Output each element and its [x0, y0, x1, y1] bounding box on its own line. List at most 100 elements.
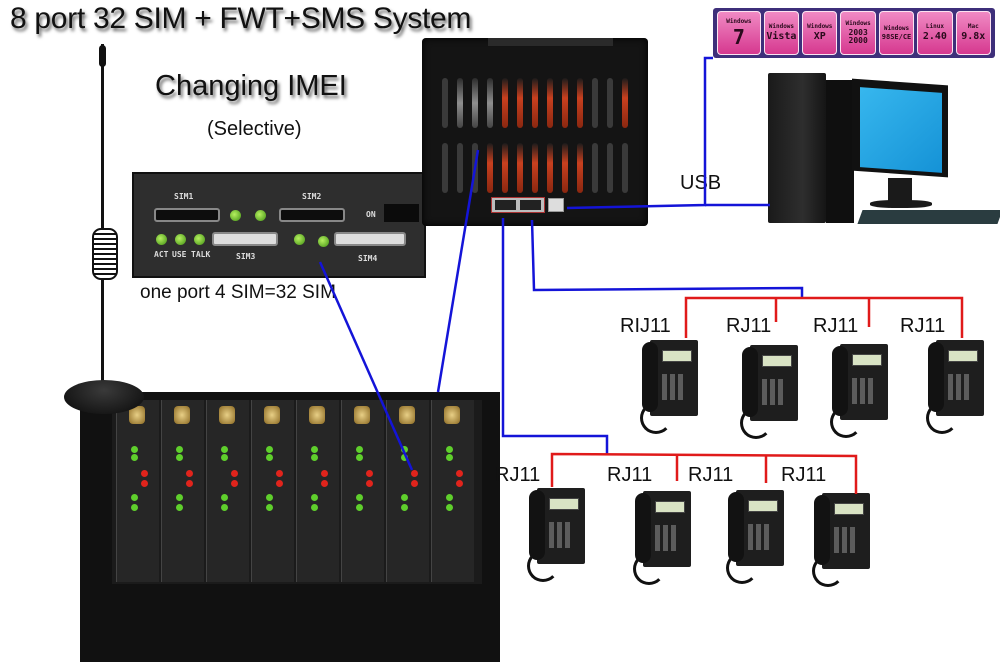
sma-antenna-connector [399, 406, 415, 424]
status-led [411, 470, 418, 477]
sim-panel-closeup: SIM1 SIM2 SIM3 SIM4 ACT USE TALK ON [132, 172, 426, 278]
desk-phone [726, 490, 784, 584]
fwt-gateway-box [422, 38, 648, 226]
desk-phone [812, 493, 870, 587]
status-led [401, 446, 408, 453]
sim3-slot [212, 232, 278, 246]
vent-slot [487, 78, 493, 128]
vent-slot [487, 143, 493, 193]
diagram-title: 8 port 32 SIM + FWT+SMS System [10, 2, 472, 35]
modem-port-card [251, 400, 294, 582]
status-led [366, 470, 373, 477]
status-led [321, 480, 328, 487]
status-led [141, 470, 148, 477]
sim1-slot [154, 208, 220, 222]
phone-port-label: RJ11 [781, 464, 827, 486]
status-led [276, 470, 283, 477]
feature-note: (Selective) [207, 118, 302, 140]
status-led [356, 504, 363, 511]
sim-led [294, 234, 305, 245]
antenna-rod [101, 44, 104, 394]
status-led [141, 480, 148, 487]
vent-slot [457, 78, 463, 128]
vent-slot [547, 143, 553, 193]
bottom-phone-bus [550, 452, 858, 494]
sma-antenna-connector [219, 406, 235, 424]
status-led [221, 494, 228, 501]
status-led [446, 446, 453, 453]
status-led [266, 446, 273, 453]
top-phone-bus [684, 296, 964, 338]
vent-slot [592, 143, 598, 193]
monitor-stand [888, 178, 912, 202]
vent-slot [517, 78, 523, 128]
status-led [321, 470, 328, 477]
status-led [266, 454, 273, 461]
status-led [231, 480, 238, 487]
desk-phone [527, 488, 585, 582]
status-led [446, 454, 453, 461]
desk-phone [830, 344, 888, 438]
modem-to-gateway [436, 149, 480, 393]
status-led [221, 454, 228, 461]
talk-label: TALK [191, 250, 211, 259]
status-led [131, 454, 138, 461]
modem-port-card [116, 400, 159, 582]
phone-port-label: RJ11 [495, 464, 541, 486]
status-led [231, 470, 238, 477]
status-led [176, 454, 183, 461]
modem-pool-front [112, 400, 482, 584]
vent-slot [562, 143, 568, 193]
vent-slot [502, 78, 508, 128]
status-led [356, 446, 363, 453]
power-switch [384, 204, 419, 222]
usb-port [548, 198, 564, 212]
status-led [131, 504, 138, 511]
status-led [266, 494, 273, 501]
sma-antenna-connector [264, 406, 280, 424]
status-led [401, 494, 408, 501]
sim-led [230, 210, 241, 221]
sim4-slot [334, 232, 406, 246]
vent-slot [442, 78, 448, 128]
status-led [221, 504, 228, 511]
desk-phone [633, 491, 691, 585]
vent-slot [577, 143, 583, 193]
vent-slot [562, 78, 568, 128]
antenna-coil [92, 228, 118, 280]
sim-led [255, 210, 266, 221]
status-led [311, 504, 318, 511]
vent-slot [532, 143, 538, 193]
desk-phone [740, 345, 798, 439]
monitor-stand-base [870, 200, 932, 208]
antenna-tip [99, 45, 106, 67]
modem-port-card [431, 400, 474, 582]
modem-port-card [161, 400, 204, 582]
phone-port-label: RJ11 [900, 315, 946, 337]
phone-port-label: RJ11 [813, 315, 859, 337]
desk-phone [926, 340, 984, 434]
sim-caption: one port 4 SIM=32 SIM [140, 282, 336, 303]
use-led [175, 234, 186, 245]
modem-port-card [296, 400, 339, 582]
modem-port-card [341, 400, 384, 582]
status-led [456, 480, 463, 487]
status-led [131, 446, 138, 453]
vent-slot [592, 78, 598, 128]
sim-slot-label: SIM1 [174, 192, 194, 201]
sma-antenna-connector [309, 406, 325, 424]
sma-antenna-connector [444, 406, 460, 424]
gateway-top-edge [488, 38, 613, 46]
sma-antenna-connector [174, 406, 190, 424]
vent-slot [577, 78, 583, 128]
usb-label: USB [680, 172, 722, 194]
status-led [446, 494, 453, 501]
feature-heading: Changing IMEI [155, 70, 347, 102]
vent-slot [607, 143, 613, 193]
